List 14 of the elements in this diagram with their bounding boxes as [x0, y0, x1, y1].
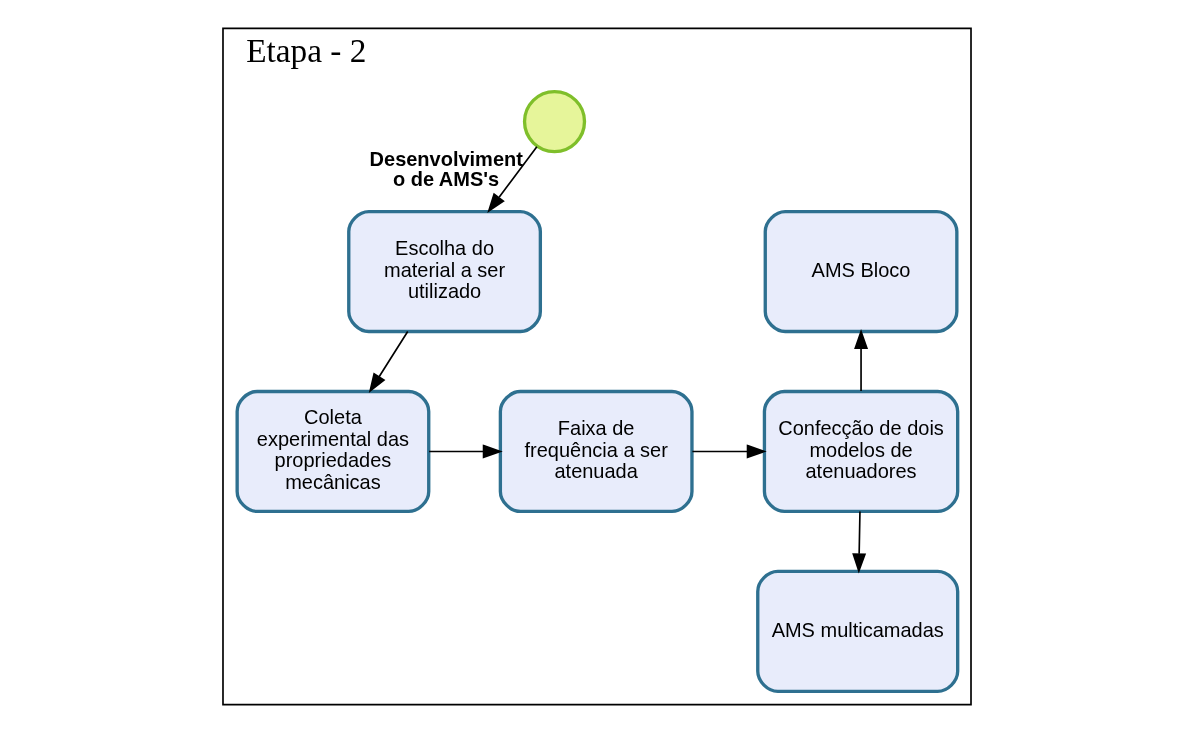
node-box: Faixa de frequência a ser atenuada [498, 389, 694, 514]
arrow [854, 329, 869, 392]
node-label: Desenvolvimento de AMS's [369, 147, 523, 190]
arrow [368, 330, 409, 394]
node-box: AMS Bloco [763, 209, 959, 334]
arrow [852, 510, 867, 574]
node-circle [522, 89, 587, 154]
arrow [487, 146, 538, 213]
node-box: Escolha do material a ser utilizado [347, 209, 543, 334]
arrow [428, 444, 503, 459]
node-box: Confecção de dois modelos de atenuadores [762, 389, 960, 514]
arrow [691, 444, 767, 459]
node-box: Coleta experimental das propriedades mecânicas [235, 389, 431, 514]
node-box: AMS multicamadas [756, 569, 960, 694]
